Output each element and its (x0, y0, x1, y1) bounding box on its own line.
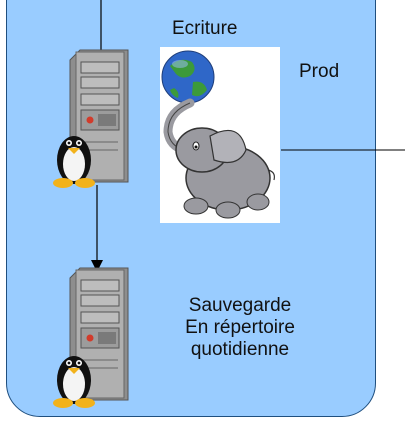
globe-icon (161, 50, 215, 104)
backup-label-line2: En répertoire (185, 317, 295, 338)
backup-label: Sauvegarde En répertoire quotidienne (160, 295, 320, 361)
backup-label-line3: quotidienne (190, 339, 290, 360)
postgresql-elephant-icon (160, 47, 280, 223)
server-icon (69, 49, 129, 183)
linux-penguin-icon (53, 356, 95, 408)
write-label: Ecriture (172, 18, 238, 39)
linux-penguin-icon (53, 136, 95, 188)
prod-label: Prod (299, 61, 340, 82)
backup-label-line1: Sauvegarde (188, 295, 292, 316)
